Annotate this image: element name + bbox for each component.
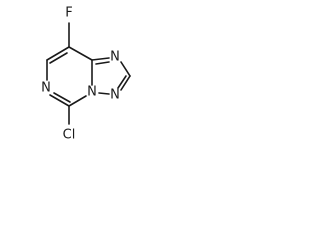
chemical-structure-diagram: F N N N N Cl: [41, 6, 131, 143]
atom-labels: F N N N N Cl: [41, 6, 120, 143]
bond-c2-n3: [120, 75, 131, 91]
bond-c8a-n1: [91, 57, 110, 61]
bond-c8a-n1-inner: [95, 61, 110, 65]
atom-fluorine: F: [65, 6, 72, 21]
bond-n6-c5: [49, 94, 70, 107]
atom-n-triazole-top: N: [110, 50, 120, 65]
bond-c8-c7-inner: [49, 52, 68, 64]
bond-n3-n4: [98, 92, 110, 95]
bond-c2-n3-inner: [117, 75, 127, 89]
bond-c5-n4: [68, 95, 87, 107]
atom-n-bridgehead: N: [87, 85, 97, 100]
bond-c8-c7: [46, 46, 70, 61]
atom-n-triazole-bottom: N: [110, 88, 120, 103]
bond-n6-c5-inner: [53, 92, 71, 103]
bond-c8a-c8: [68, 46, 93, 61]
bond-n1-c2: [120, 61, 131, 77]
atom-chlorine: Cl: [63, 128, 76, 143]
atom-n-pyrimidine: N: [41, 81, 51, 96]
bonds: [46, 22, 131, 125]
